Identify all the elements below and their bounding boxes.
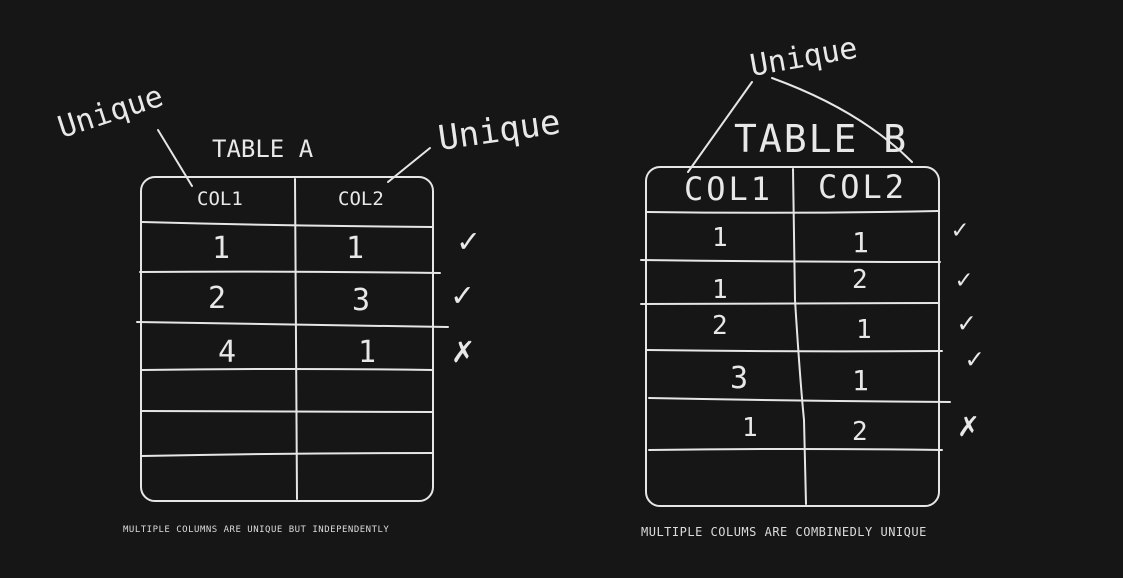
table-b-cell: 1 [856,315,872,345]
table-a-caption: MULTIPLE COLUMNS ARE UNIQUE BUT INDEPEND… [123,525,389,535]
table-a-cell: 4 [218,335,236,370]
table-a-row-line [141,368,434,371]
table-b-caption: MULTIPLE COLUMS ARE COMBINEDLY UNIQUE [641,525,927,539]
table-b: Unique TABLE B COL1 COL2 1 1 1 2 2 1 3 1… [640,31,983,539]
table-a-row-line [136,321,449,328]
table-b-cell: 1 [742,413,758,443]
table-b-cell: 1 [852,226,869,259]
table-a-row-line [141,221,434,228]
table-b-check-icon: ✓ [966,342,983,375]
table-b-check-icon: ✓ [958,306,975,339]
table-b-cross-icon: ✗ [958,405,978,445]
table-a-cross-icon: ✗ [452,330,474,371]
table-a: Unique Unique TABLE A COL1 COL2 1 1 2 3 … [54,79,563,535]
table-b-row-line [640,259,941,263]
table-b-unique-annotation: Unique [747,31,860,84]
table-a-row-line [141,410,434,413]
table-b-cell: 1 [852,364,869,397]
table-b-cell: 3 [730,361,748,396]
table-b-cell: 2 [852,265,868,295]
table-a-column-divider [294,178,298,500]
table-b-title: TABLE B [734,117,908,161]
table-b-check-icon: ✓ [952,215,968,245]
table-b-row-line [640,302,939,305]
table-a-title: TABLE A [212,135,314,163]
table-b-frame [645,166,940,507]
table-a-cell: 1 [212,231,230,266]
table-a-cell: 2 [208,281,226,316]
table-a-frame [140,176,434,502]
table-b-header-col1: COL1 [684,170,773,208]
table-a-header-col2: COL2 [338,188,384,210]
table-a-row-line [141,452,434,457]
table-b-header-col2: COL2 [818,168,907,206]
table-b-cell: 2 [712,311,728,341]
table-b-row-line [646,210,939,214]
table-b-row-line [648,448,943,451]
table-a-header-col1: COL1 [197,188,243,210]
table-a-row-line [139,270,441,274]
table-a-cell: 1 [346,231,364,266]
table-a-unique-annotation-right: Unique [436,102,563,159]
table-a-check-icon: ✓ [458,221,478,261]
table-b-row-line [646,349,943,353]
table-b-column-divider [792,168,807,505]
table-b-cell: 2 [852,417,868,447]
table-b-cell: 1 [712,223,728,253]
table-b-check-icon: ✓ [956,265,972,295]
table-a-check-icon: ✓ [452,275,472,315]
table-b-pointer-line-col1 [687,81,753,173]
table-b-cell: 1 [712,275,728,305]
table-a-cell: 1 [358,335,376,370]
table-b-row-line [648,397,951,403]
table-a-unique-annotation-left: Unique [54,79,168,146]
table-a-cell: 3 [352,283,370,318]
table-b-pointer-line-col2 [771,77,913,163]
